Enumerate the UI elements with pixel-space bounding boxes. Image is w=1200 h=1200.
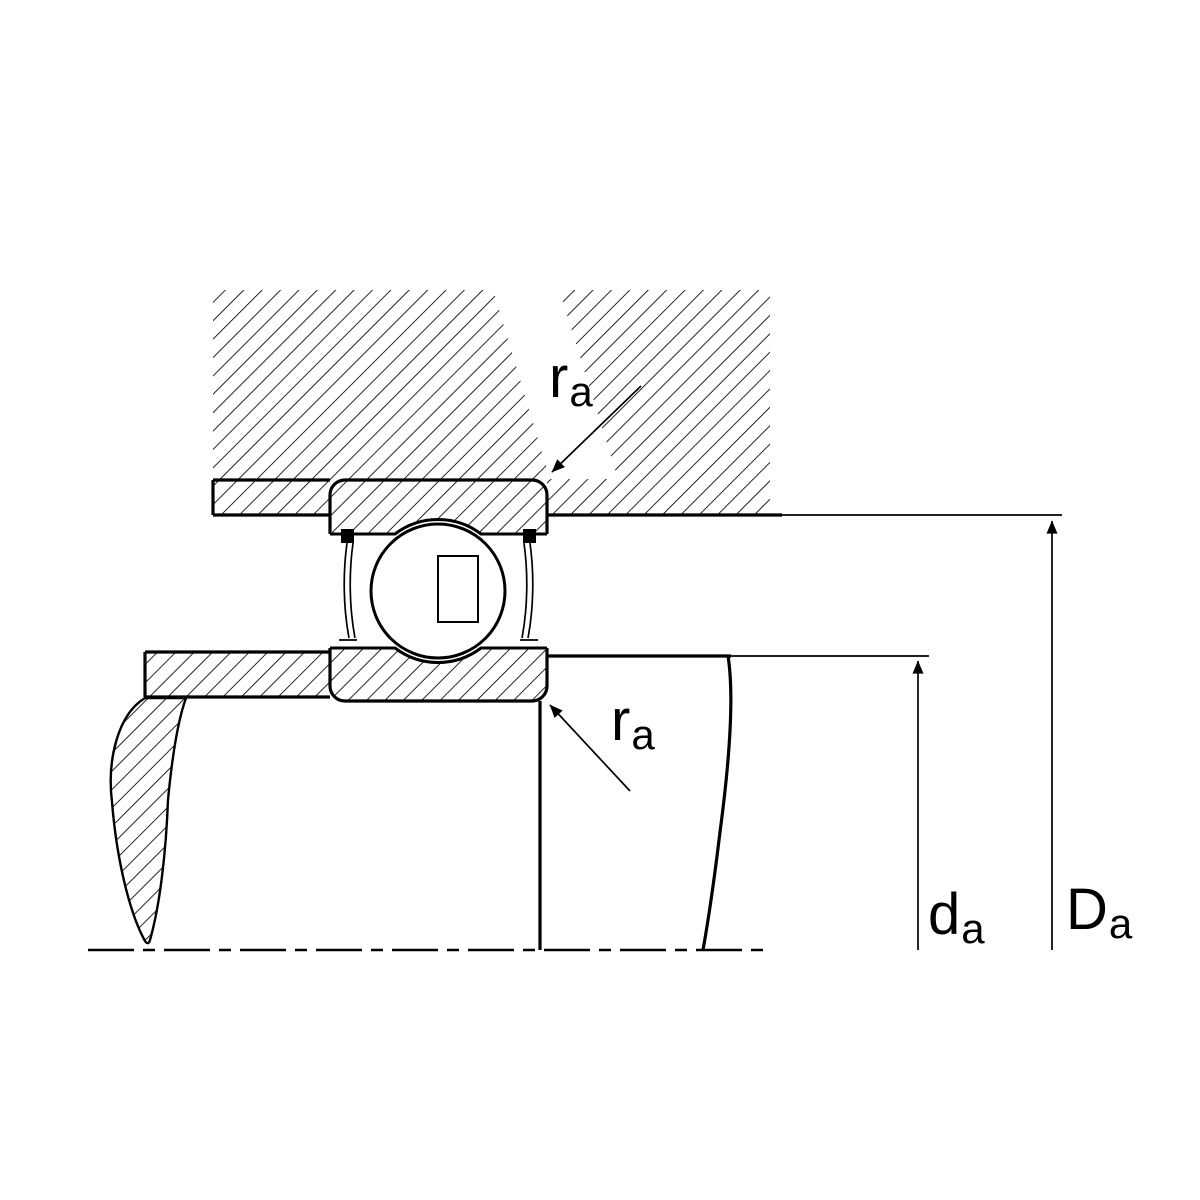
seal-left: [339, 529, 357, 641]
seal-right-lip-outer: [527, 542, 534, 639]
ra-label-bottom-base: r: [611, 688, 631, 753]
shaft-right-profile-curve: [701, 655, 733, 951]
da-label-sub: a: [961, 905, 985, 952]
seal-right: [520, 529, 538, 641]
housing-callout-gap: [492, 286, 618, 479]
housing-section: [211, 286, 782, 517]
shaft-breakout-section: [109, 696, 188, 945]
housing-hatch-area: [213, 290, 770, 515]
ra-label-bottom-sub: a: [631, 711, 655, 758]
leader-ra-top: [551, 385, 642, 473]
seal-right-lip-inner: [521, 542, 528, 639]
seal-right-anchor: [523, 529, 536, 543]
ra-bottom-leader-line: [549, 704, 631, 792]
da-label-base: d: [928, 882, 961, 947]
seal-left-lip-outer: [343, 542, 350, 639]
Da-label: Da: [1066, 881, 1132, 945]
Da-label-base: D: [1066, 877, 1108, 942]
shaft-section: [109, 650, 733, 951]
seal-left-anchor: [341, 529, 354, 543]
da-label: da: [928, 886, 985, 950]
ra-label-top: ra: [549, 349, 593, 413]
ra-top-leader-line: [551, 385, 642, 473]
cage-section: [437, 555, 479, 623]
inner-ring-raceway: [330, 646, 547, 665]
bearing: [325, 478, 552, 703]
Da-label-sub: a: [1108, 900, 1133, 947]
leader-ra-bottom: [549, 704, 631, 792]
ra-label-top-base: r: [549, 345, 569, 410]
outer-ring-raceway: [330, 517, 547, 536]
ra-label-bottom: ra: [611, 692, 655, 756]
dimension-da: [728, 655, 929, 950]
shaft-shoulder-hatch: [145, 652, 330, 697]
ra-label-top-sub: a: [569, 368, 593, 415]
dimension-Da: [782, 514, 1062, 950]
seal-left-lip-inner: [349, 542, 356, 639]
